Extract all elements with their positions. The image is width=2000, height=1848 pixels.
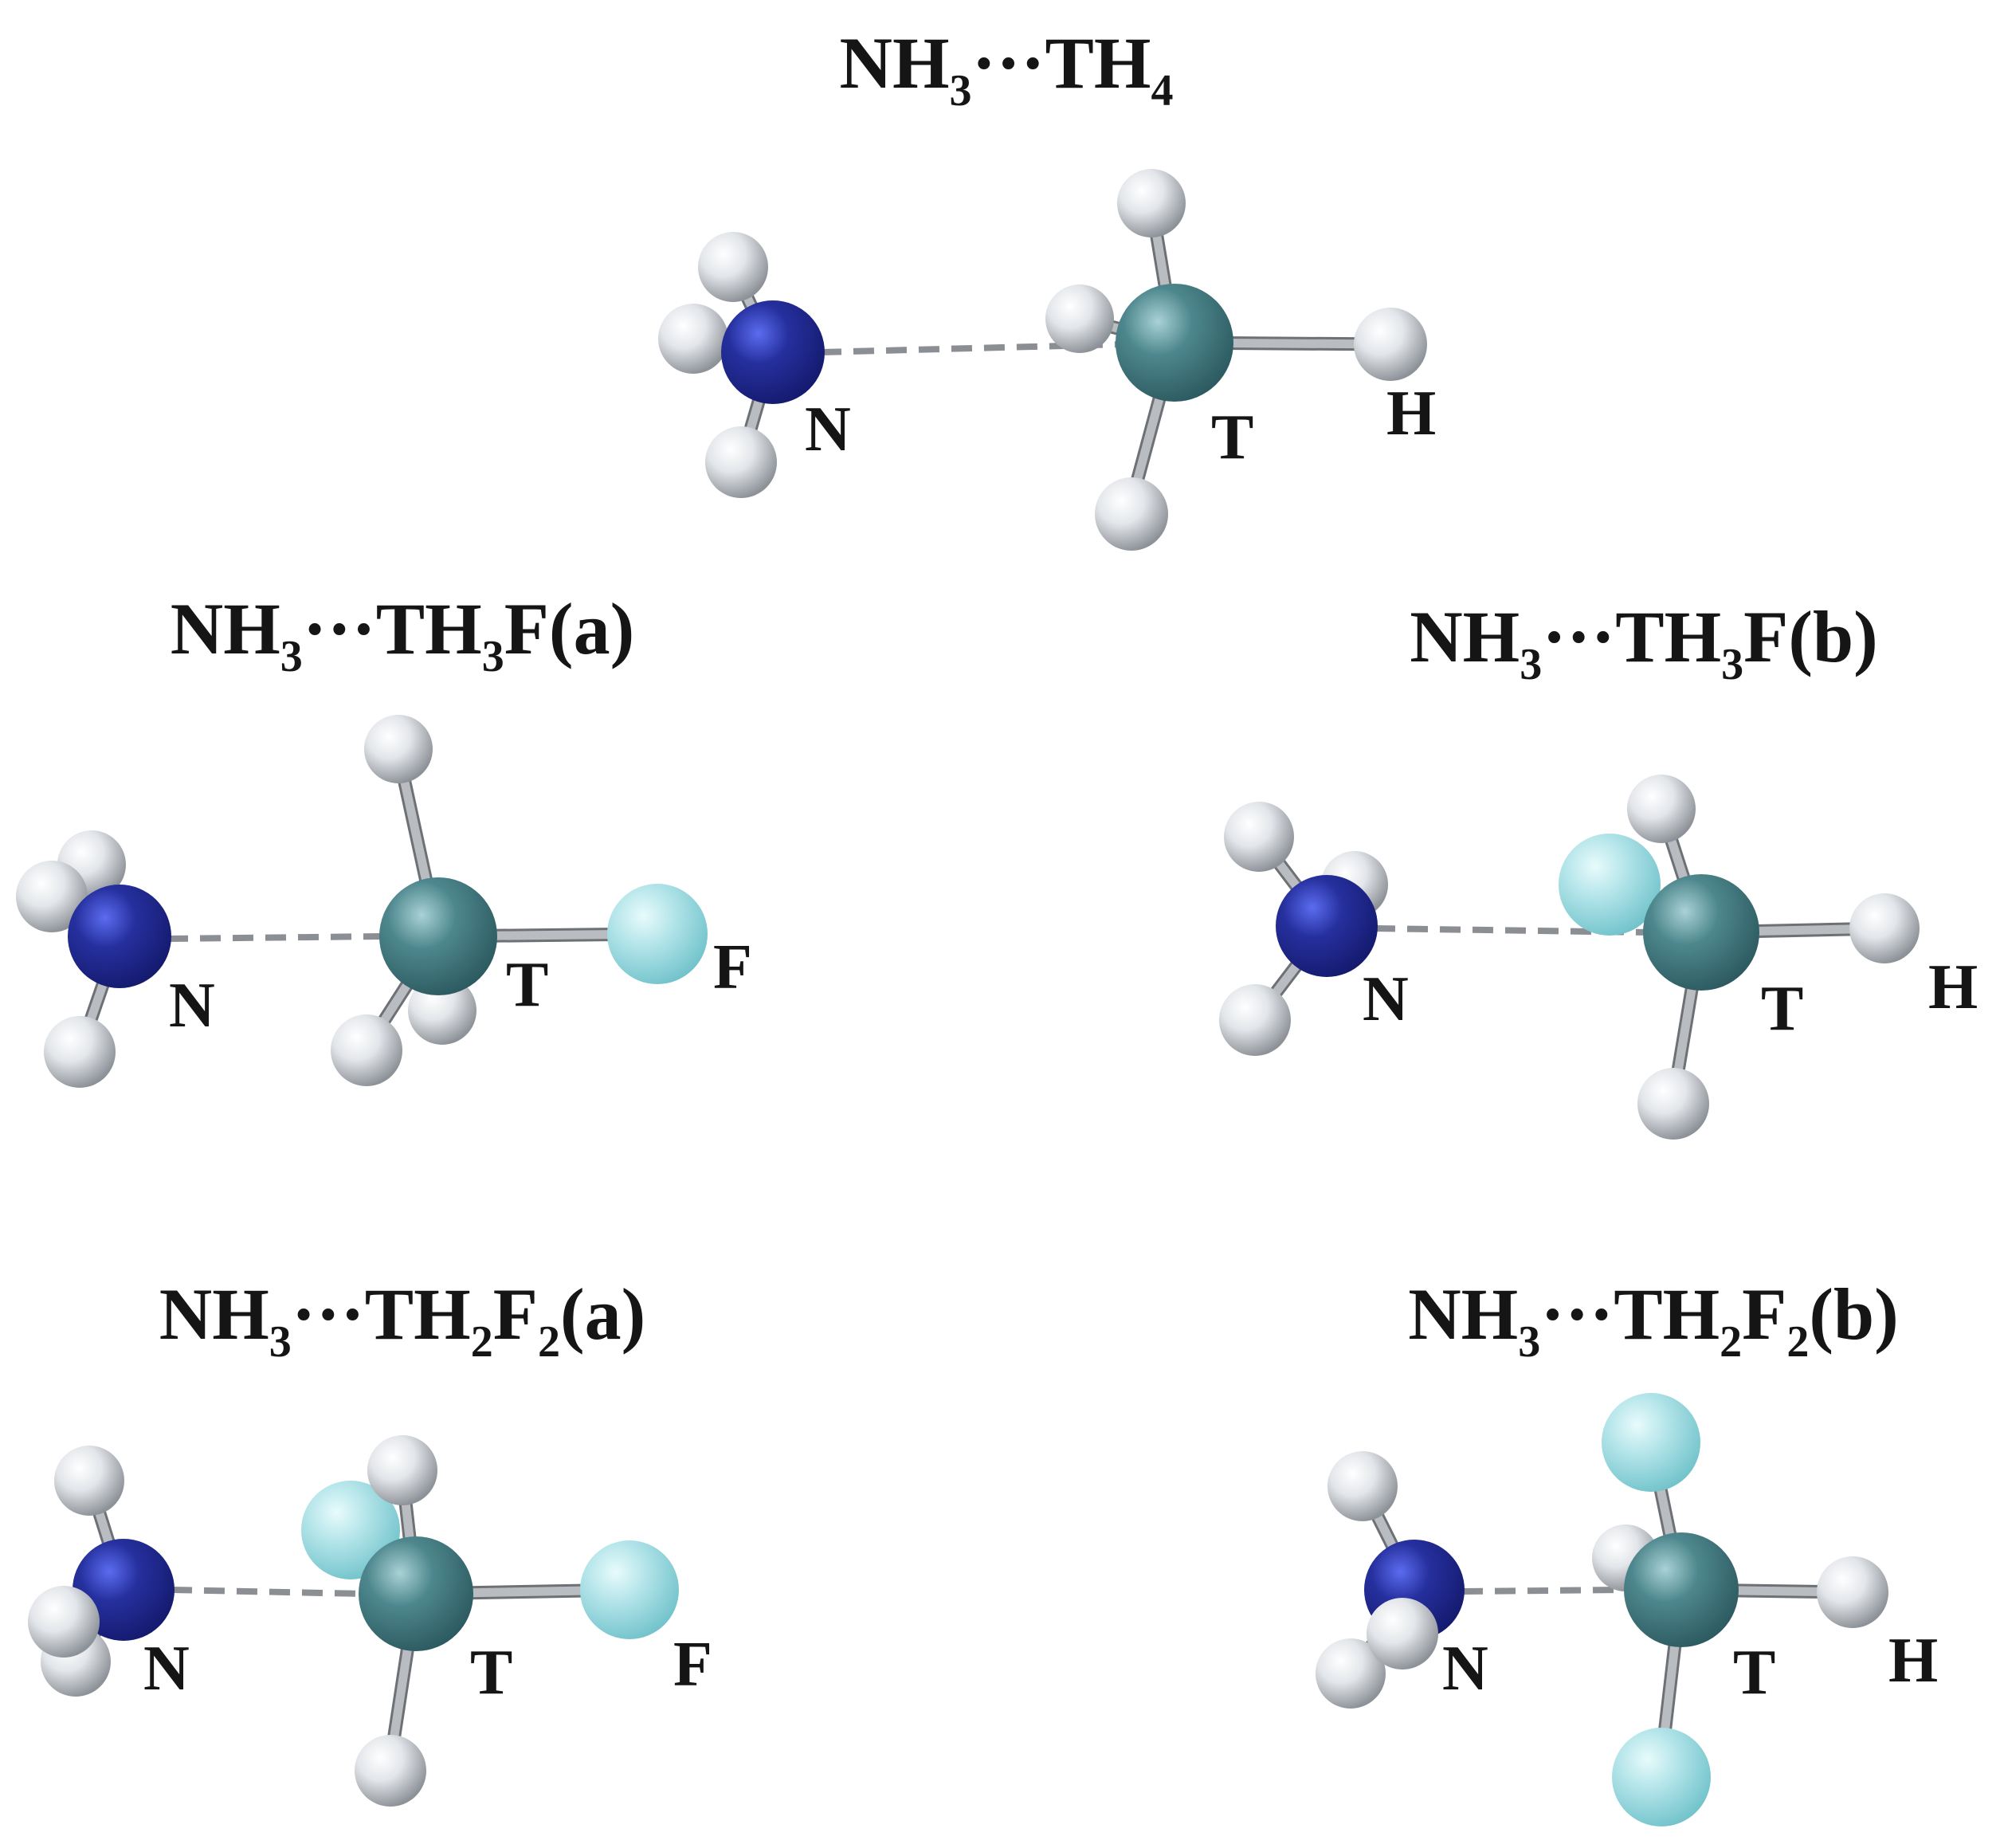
hydrogen-atom: [28, 1586, 100, 1658]
label-t: T: [506, 950, 548, 1020]
complex-nh3-th4: NH3···TH4: [658, 22, 1436, 551]
label-h: H: [1386, 379, 1436, 449]
label-t: T: [1733, 1638, 1775, 1708]
label-h: H: [1888, 1626, 1938, 1696]
tetrel-atom: [1116, 284, 1233, 402]
complex-title: NH3···TH3F(b): [1410, 596, 1878, 689]
hydrogen-atom: [1045, 284, 1114, 353]
tetrel-bond-dashed: [820, 341, 1124, 355]
hydrogen-atom: [1367, 1598, 1438, 1669]
tetrel-atom: [359, 1536, 473, 1651]
hydrogen-atom: [698, 232, 768, 302]
complex-title: NH3···TH2F2(b): [1408, 1273, 1899, 1367]
hydrogen-atom: [658, 304, 728, 374]
fluorine-atom: [1602, 1393, 1700, 1492]
fluorine-atom: [607, 884, 708, 984]
label-t: T: [470, 1638, 512, 1708]
hydrogen-atom: [1224, 802, 1294, 872]
tetrel-atom: [379, 877, 497, 995]
tetrel-bond-dashed: [167, 933, 383, 942]
hydrogen-atom: [1627, 775, 1696, 843]
hydrogen-atom: [44, 1016, 116, 1088]
fluorine-atom: [1559, 834, 1661, 936]
tetrel-atom: [1624, 1532, 1739, 1647]
hydrogen-atom: [54, 1446, 124, 1516]
hydrogen-atom: [1327, 1451, 1398, 1521]
complex-title: NH3···TH3F(a): [171, 588, 634, 681]
hydrogen-atom: [705, 426, 777, 498]
label-t: T: [1761, 974, 1803, 1044]
hydrogen-atom: [16, 861, 88, 932]
hydrogen-atom: [355, 1735, 426, 1807]
label-n: N: [169, 971, 215, 1041]
nitrogen-atom: [721, 300, 825, 404]
label-f: F: [713, 932, 752, 1002]
atoms: [16, 715, 708, 1088]
fluorine-atom: [1612, 1728, 1711, 1826]
hydrogen-atom: [1849, 893, 1920, 963]
label-h: H: [1928, 952, 1978, 1022]
label-n: N: [143, 1634, 190, 1704]
label-n: N: [1442, 1634, 1488, 1704]
hydrogen-atom: [1817, 1556, 1888, 1628]
hydrogen-atom: [1354, 308, 1427, 381]
hydrogen-atom: [1095, 477, 1168, 551]
atoms: [1316, 1393, 1888, 1826]
label-f: F: [673, 1630, 712, 1700]
nitrogen-atom: [1276, 875, 1378, 977]
hydrogen-atom: [331, 1014, 402, 1086]
tetrel-bond-dashed: [1461, 1587, 1626, 1595]
complex-title: NH3···TH2F2(a): [159, 1273, 645, 1367]
label-n: N: [1363, 964, 1409, 1034]
nitrogen-atom: [68, 885, 171, 988]
fluorine-atom: [580, 1540, 679, 1639]
label-t: T: [1211, 402, 1253, 473]
complex-title: NH3···TH4: [840, 22, 1174, 116]
atoms: [28, 1435, 679, 1807]
atoms: [658, 169, 1427, 551]
complex-nh3-th2f2-a: NH3···TH2F2(a): [28, 1273, 712, 1807]
hydrogen-atom: [1637, 1068, 1709, 1140]
tetrel-bond-dashed: [171, 1587, 363, 1597]
hydrogen-atom: [364, 715, 433, 783]
atoms: [1219, 775, 1920, 1140]
complex-nh3-th3f-a: NH3···TH3F(a): [16, 588, 752, 1088]
tetrel-atom: [1643, 874, 1759, 991]
hydrogen-atom: [1219, 984, 1291, 1056]
label-n: N: [805, 394, 851, 465]
hydrogen-atom: [1117, 169, 1186, 237]
hydrogen-atom: [367, 1435, 437, 1505]
complex-nh3-th3f-b: NH3···TH3F(b): [1219, 596, 1978, 1140]
hydrogen-atom: [1316, 1638, 1386, 1709]
complex-nh3-th2f2-b: NH3···TH2F2(b): [1316, 1273, 1938, 1826]
